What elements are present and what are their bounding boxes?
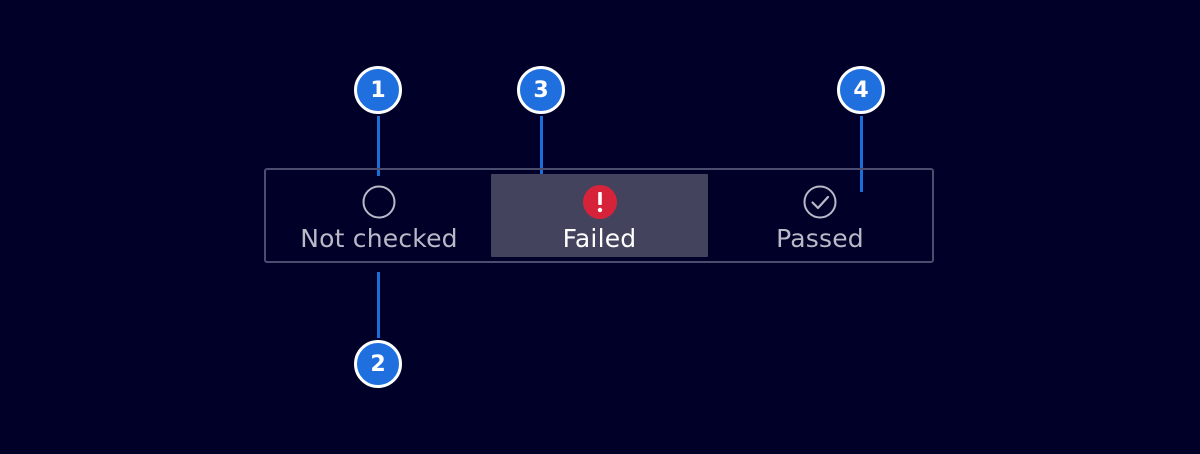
status-segmented-control: Not checked Failed Passed — [264, 168, 934, 263]
error-exclamation-icon — [582, 185, 617, 219]
segment-not-checked[interactable]: Not checked — [268, 174, 490, 257]
callout-marker-1: 1 — [354, 66, 402, 114]
callout-marker-3: 3 — [517, 66, 565, 114]
connector-3 — [540, 116, 543, 200]
segment-label-passed: Passed — [776, 224, 864, 253]
connector-1 — [377, 116, 380, 176]
callout-marker-2: 2 — [354, 340, 402, 388]
connector-4 — [860, 116, 863, 192]
callout-marker-4: 4 — [837, 66, 885, 114]
connector-2 — [377, 272, 380, 338]
segment-passed[interactable]: Passed — [709, 174, 931, 257]
check-circle-icon — [803, 185, 837, 219]
segment-label-not-checked: Not checked — [300, 224, 458, 253]
segment-failed[interactable]: Failed — [491, 174, 708, 257]
segment-label-failed: Failed — [562, 224, 637, 253]
empty-circle-icon — [362, 185, 396, 219]
